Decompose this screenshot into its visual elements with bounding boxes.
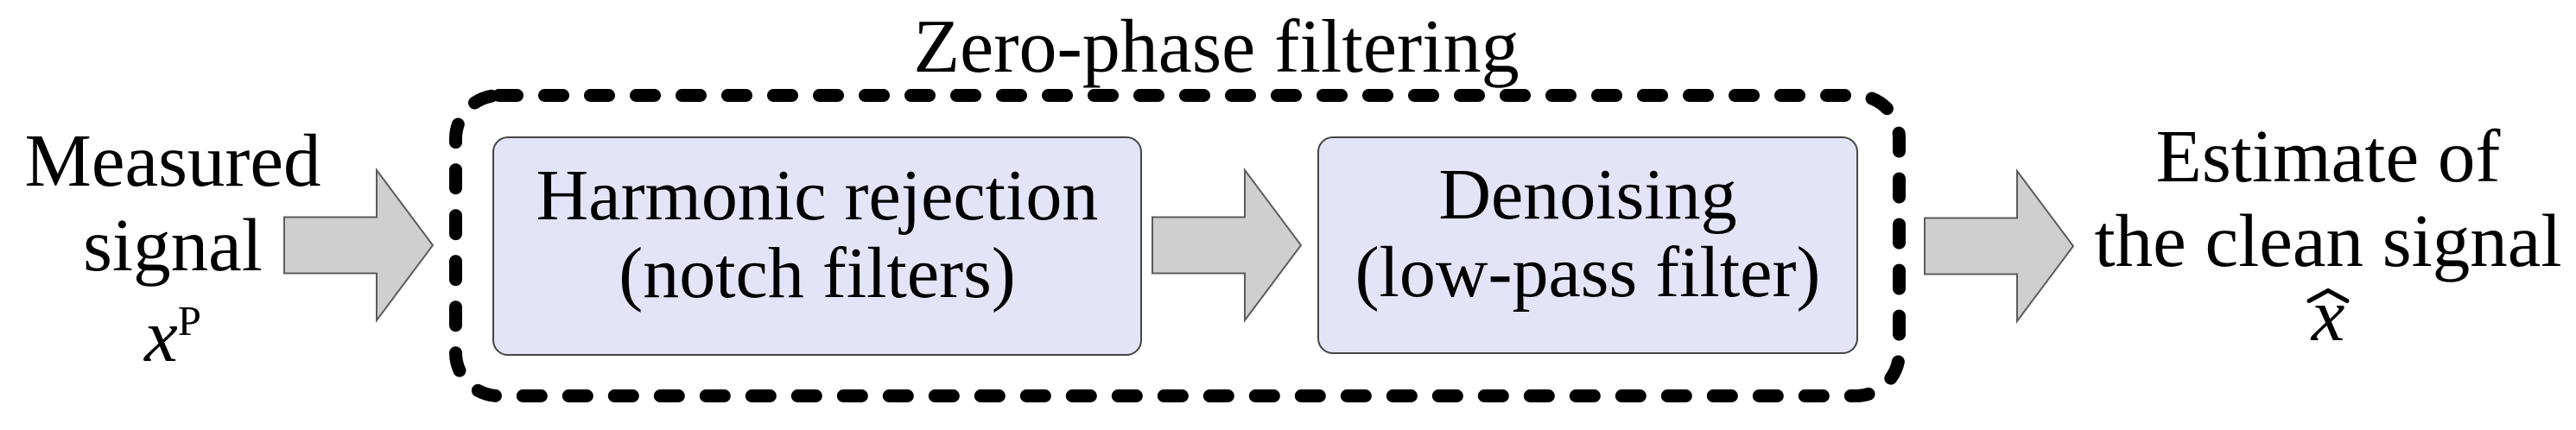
symbol-x: x — [2311, 273, 2345, 357]
input-arrow-icon — [283, 167, 435, 324]
input-signal-label: Measured signal xP — [0, 118, 346, 387]
inter-stage-arrow-icon — [1152, 167, 1303, 324]
circumflex-hat-icon — [2306, 288, 2350, 303]
symbol-superscript-p: P — [177, 298, 201, 345]
block-subtitle-line: (low-pass filter) — [1355, 232, 1821, 313]
block-title-line: Harmonic rejection — [536, 155, 1099, 236]
block-title-line: Denoising — [1438, 155, 1737, 235]
output-arrow-icon — [1924, 168, 2075, 325]
output-signal-label: Estimate of the clean signal x — [2080, 114, 2576, 368]
block-subtitle-line: (notch filters) — [619, 233, 1016, 313]
zero-phase-group-outline — [449, 89, 1906, 402]
denoising-block: Denoising (low-pass filter) — [1317, 136, 1858, 354]
output-label-line2: the clean signal — [2094, 199, 2562, 282]
output-label-line1: Estimate of — [2155, 114, 2501, 198]
input-signal-symbol: xP — [0, 279, 346, 378]
input-label-line1: Measured — [24, 118, 321, 202]
group-title: Zero-phase filtering — [913, 5, 1520, 89]
symbol-x: x — [144, 294, 178, 378]
harmonic-rejection-block: Harmonic rejection (notch filters) — [492, 136, 1142, 356]
output-signal-symbol: x — [2080, 273, 2576, 357]
input-label-line2: signal — [83, 203, 263, 287]
